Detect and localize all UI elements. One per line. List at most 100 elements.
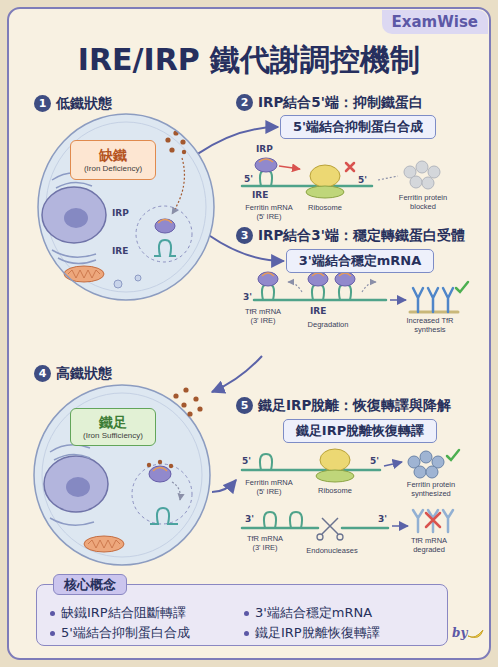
mrna-label: Ferritin mRNA (5' IRE) — [242, 478, 296, 496]
tfr-stabilized-scene-part — [362, 282, 376, 292]
cell-high-iron-part — [50, 445, 94, 525]
box-text: 5'端結合抑制蛋白合成 — [293, 119, 423, 135]
ferritin-blocked-scene-part — [404, 161, 440, 189]
mrna-label: Ferritin mRNA (5' IRE) — [242, 203, 296, 221]
outcome-label: Ferritin protein blocked — [394, 193, 452, 211]
tfr-stabilized-scene-part — [390, 299, 406, 301]
ferritin-blocked-scene-part — [378, 176, 398, 180]
end-label: 5' — [244, 174, 253, 185]
cell-outline: IRPIRE缺鐵(Iron Deficiency) — [36, 112, 216, 302]
state-subtitle: (Iron Sufficiency) — [83, 431, 143, 441]
mrna-label: TfR mRNA (3' IRE) — [242, 534, 288, 552]
cell-high-iron-part — [197, 406, 202, 411]
callout-number: 3 — [236, 227, 253, 244]
cell-high-iron-part — [172, 482, 180, 500]
cell-high-iron-part — [88, 540, 120, 548]
cell-low-iron-part — [52, 173, 96, 264]
cell-high-iron-part — [150, 508, 178, 524]
bullet-dot — [50, 611, 55, 616]
state-name: 鐵足 — [99, 414, 127, 431]
ferritin-translation-scene-part — [242, 469, 380, 472]
element-label: IRE — [310, 306, 326, 317]
process-box: 鐵足IRP脫離恢復轉譯 — [283, 419, 437, 443]
end-label: 3' — [378, 514, 387, 525]
state-subtitle: (Iron Deficiency) — [84, 164, 142, 174]
tfr-degradation-scene-part — [392, 525, 408, 527]
ferritin-translation-scene-part — [414, 466, 426, 478]
mrna-label: TfR mRNA (3' IRE) — [240, 307, 286, 325]
cell-membrane — [38, 114, 214, 300]
callout-number: 2 — [236, 94, 253, 111]
outcome-label: TfR mRNA degraded — [406, 536, 452, 554]
cell-low-iron-part — [114, 280, 122, 288]
section-heading: IRP結合3'端：穩定轉鐵蛋白受體 — [258, 226, 465, 244]
flow-arrow-part — [212, 480, 236, 492]
cell-high-iron-part — [181, 402, 186, 407]
cell-low-iron-part — [165, 137, 170, 142]
ferritin-translation-scene-part — [384, 462, 402, 466]
cell-high-iron-part — [149, 466, 171, 482]
cell-low-iron-part — [154, 240, 176, 256]
ferritin-blocked-scene-part — [279, 166, 300, 169]
box-text: 鐵足IRP脫離恢復轉譯 — [296, 423, 424, 439]
summary-panel: 缺鐵IRP結合阻斷轉譯3'端結合穩定mRNA5'端結合抑制蛋白合成鐵足IRP脫離… — [36, 584, 448, 646]
cell-high-iron-part — [44, 456, 108, 512]
flow-arrow-part — [212, 356, 262, 392]
cell-high-iron-part — [169, 464, 173, 468]
end-label: 3' — [243, 292, 252, 303]
page-card-part — [8, 8, 490, 659]
ferritin-blocked-scene-part — [346, 163, 354, 171]
process-box: 5'端結合抑制蛋白合成 — [280, 115, 436, 139]
ferritin-blocked-scene-part-part — [410, 176, 422, 188]
brand-tag: ExamWise — [382, 10, 488, 34]
cell-high-iron — [34, 385, 210, 565]
ferritin-blocked-scene-part — [259, 159, 273, 162]
bullet-dot — [50, 631, 55, 636]
cell-low-iron-part — [64, 208, 88, 228]
signature-doodle-part — [468, 630, 483, 638]
tfr-stabilized-scene-part — [258, 272, 278, 286]
section-header: 1低鐵狀態 — [34, 94, 112, 112]
page-card — [8, 8, 490, 659]
ferritin-blocked-scene-part — [306, 186, 344, 198]
state-box: 缺鐵(Iron Deficiency) — [70, 140, 156, 180]
cell-high-iron-part — [66, 477, 90, 497]
section-heading: 鐵足IRP脫離：恢復轉譯與降解 — [258, 396, 451, 414]
cell-low-iron-part — [136, 206, 192, 262]
tfr-degradation-scene-part — [337, 534, 343, 540]
tfr-degradation-scene-part — [264, 512, 302, 528]
cell-high-iron-part — [193, 396, 198, 401]
tfr-stabilized-scene-part — [262, 273, 351, 276]
tfr-degradation-scene-part — [413, 510, 453, 532]
cell-high-iron-part — [153, 468, 167, 472]
tfr-stabilized-scene — [254, 272, 468, 312]
tfr-stabilized-scene-part — [413, 288, 453, 312]
cell-high-iron-part — [34, 385, 210, 565]
end-label: 5' — [358, 175, 367, 186]
callout-number: 5 — [236, 397, 253, 414]
summary-point: 鐵足IRP脫離恢復轉譯 — [255, 625, 380, 641]
state-name: 缺鐵 — [99, 147, 127, 164]
summary-point: 缺鐵IRP結合阻斷轉譯 — [61, 605, 186, 621]
cell-low-iron-part — [135, 275, 141, 281]
cell-low-iron — [38, 114, 214, 300]
ferritin-translation-scene-part — [316, 470, 354, 482]
section-header: 5 鐵足IRP脫離：恢復轉譯與降解 — [236, 396, 451, 414]
ferritin-translation-scene-part — [260, 454, 272, 470]
ferritin-blocked-scene — [242, 158, 440, 198]
tfr-degradation-scene-part — [322, 518, 338, 534]
ferritin-translation-scene — [242, 449, 459, 482]
callout-number: 1 — [34, 95, 51, 112]
outcome-label: Ferritin protein synthesized — [402, 480, 460, 498]
state-box: 鐵足(Iron Sufficiency) — [70, 408, 156, 446]
section-heading: 高鐵狀態 — [56, 364, 112, 382]
ferritin-blocked-scene-part — [310, 165, 340, 187]
protein-label: IRP — [256, 144, 273, 155]
ferritin-blocked-scene-part-part — [416, 161, 428, 173]
end-label: 5' — [242, 456, 251, 467]
bullet-dot — [244, 631, 249, 636]
tfr-degradation-scene-part-part — [413, 510, 453, 532]
section-header: 4高鐵狀態 — [34, 364, 112, 382]
cell-high-iron-part — [173, 393, 178, 398]
